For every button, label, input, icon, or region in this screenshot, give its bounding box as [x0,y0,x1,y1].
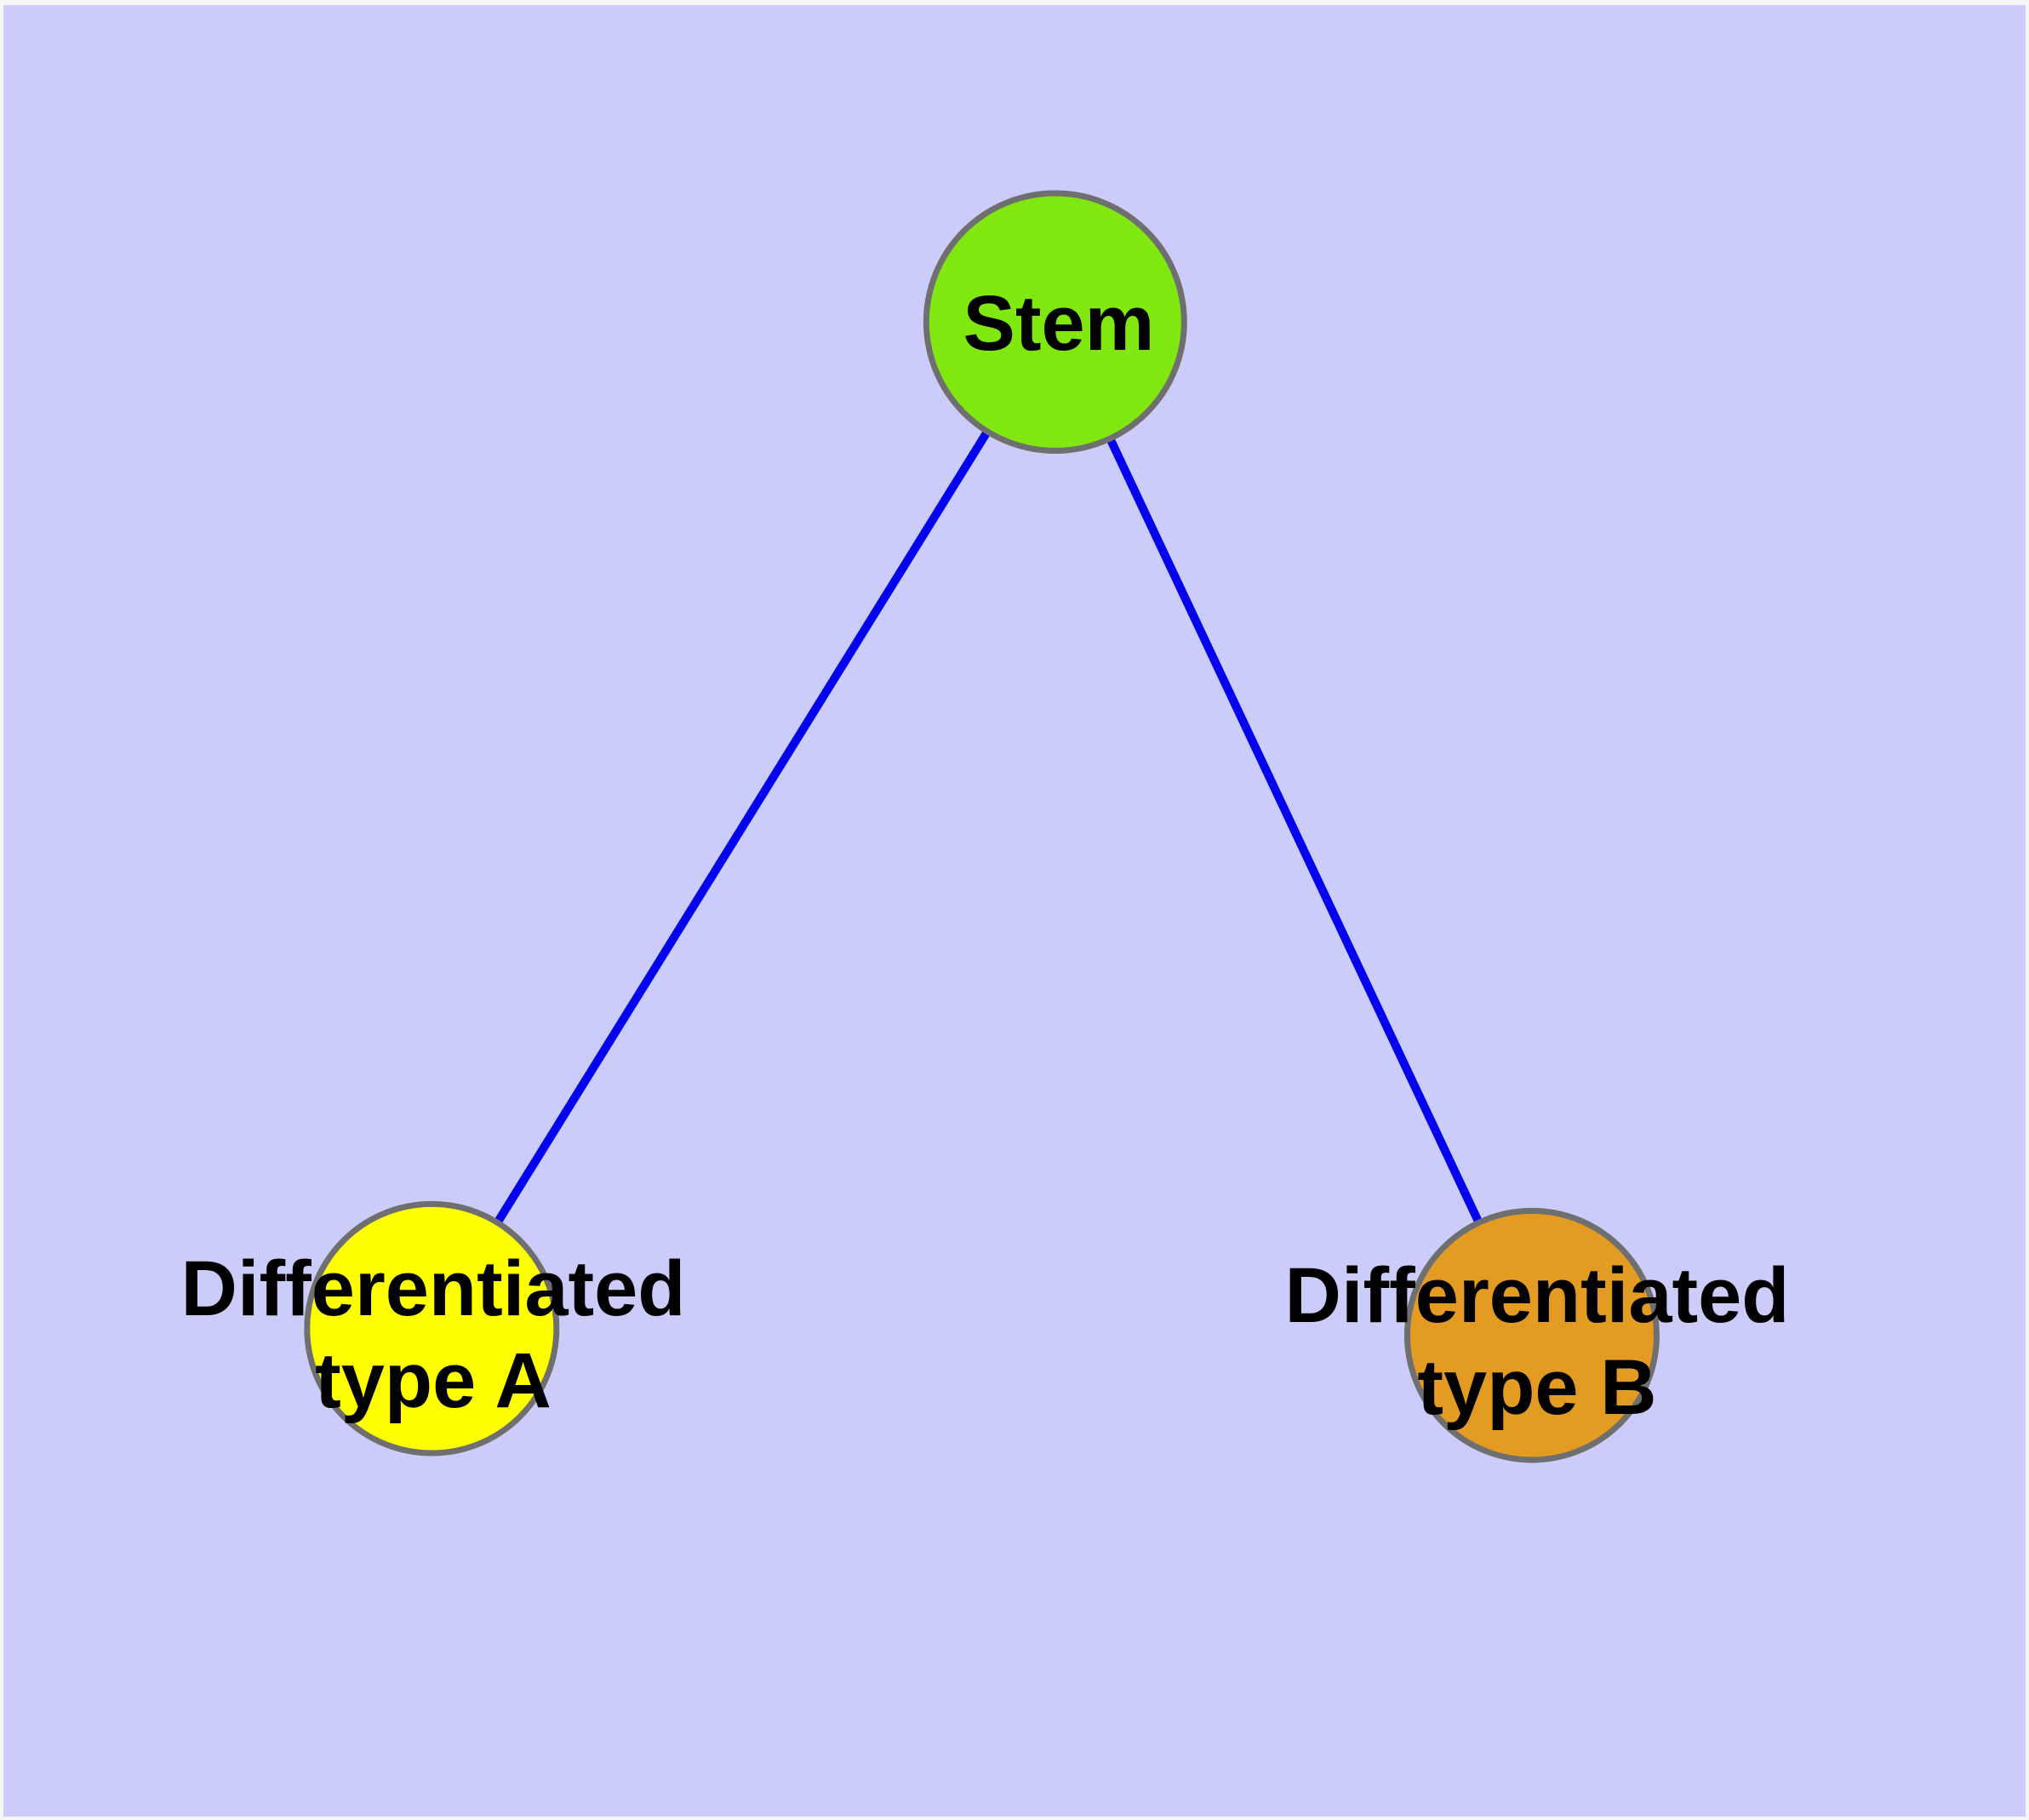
node-circle-stem[interactable] [923,190,1187,455]
graph-canvas: Stem Differentiated type A Differentiate… [3,5,2026,1817]
node-circle-type-a[interactable] [304,1200,560,1457]
edge-stem-to-type-a[interactable] [428,319,1060,1331]
node-circle-type-b[interactable] [1403,1207,1660,1463]
graph-layer [304,190,1660,1463]
edge-stem-to-type-b[interactable] [1051,320,1536,1337]
